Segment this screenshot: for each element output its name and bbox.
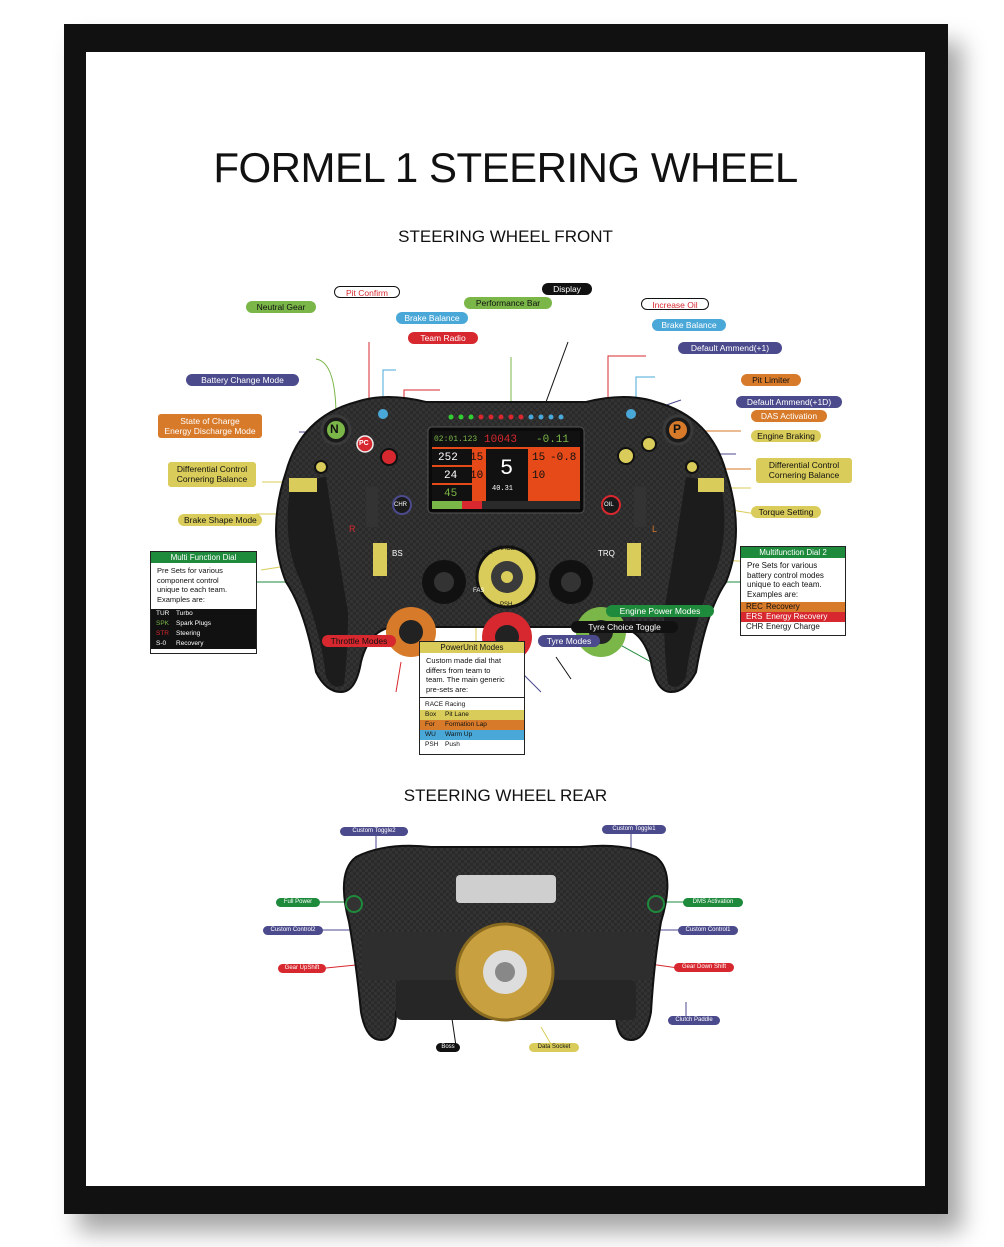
bs-label: BS xyxy=(392,549,403,558)
dashboard-display: 02:01.123 10043 -0.11 252 15 5 15 -0.8 2… xyxy=(432,432,580,510)
label-neutral-gear: Neutral Gear xyxy=(246,301,316,313)
display-r2a: 24 xyxy=(444,470,458,482)
mf-dial-1-box: Multi Function Dial Pre Sets for various… xyxy=(150,551,257,654)
display-s2: 15 xyxy=(532,452,546,464)
display-time: 02:01.123 xyxy=(434,435,478,444)
r-label: R xyxy=(349,524,356,534)
display-gear: 5 xyxy=(500,456,514,481)
display-r3a: 45 xyxy=(444,488,458,500)
label-brake-shape-mode: Brake Shape Mode xyxy=(178,514,262,526)
neutral-button[interactable]: N xyxy=(330,422,339,436)
label-torque-setting: Torque Setting xyxy=(751,506,821,518)
label-increase-oil: Increase Oil xyxy=(641,298,709,310)
label-das-activation: DAS Activation xyxy=(751,410,827,422)
label-custom-control2: Custom Control2 xyxy=(263,926,323,935)
pit-limiter-button[interactable]: P xyxy=(673,422,682,436)
label-full-power: Full Power xyxy=(276,898,320,907)
label-brake-balance-right: Brake Balance xyxy=(652,319,726,331)
label-tyre-modes: Tyre Modes xyxy=(538,635,600,647)
label-default-ammend-plus1: Default Ammend(+1) xyxy=(678,342,782,354)
label-diff-right: Differential Control Cornering Balance xyxy=(756,458,852,483)
psh-label: PSH xyxy=(500,602,513,608)
label-tyre-choice-toggle: Tyre Choice Toggle xyxy=(571,621,678,633)
display-speed: 252 xyxy=(438,452,458,464)
powerunit-desc: Custom made dial that differs from team … xyxy=(426,656,505,694)
display-delta2: -0.8 xyxy=(550,452,577,464)
mf-dial-1-title: Multi Function Dial xyxy=(151,552,256,563)
chr-button[interactable]: CHR xyxy=(394,502,407,508)
rear-wheel-illustration xyxy=(320,831,687,1047)
label-dms-activation: DMS Activation xyxy=(683,898,743,907)
label-default-ammend-plus1d: Default Ammend(+1D) xyxy=(736,396,842,408)
label-gear-upshift: Gear UpShift xyxy=(278,964,326,973)
label-pit-limiter: Pit Limiter xyxy=(741,374,801,386)
display-delta: -0.11 xyxy=(536,434,570,446)
label-state-of-charge: State of Charge Energy Discharge Mode xyxy=(158,414,262,438)
mf-dial-1-desc: Pre Sets for various component control u… xyxy=(157,566,228,604)
front-wheel-illustration xyxy=(205,341,792,697)
label-throttle-modes: Throttle Modes xyxy=(322,635,396,647)
box-label: BOX xyxy=(482,550,493,556)
trq-label: TRQ xyxy=(598,549,615,558)
label-boss: Boss xyxy=(436,1043,460,1052)
label-battery-change-mode: Battery Change Mode xyxy=(186,374,299,386)
mf-dial-2-box: Multifunction Dial 2 Pre Sets for variou… xyxy=(740,546,846,636)
label-custom-control1: Custom Control1 xyxy=(678,926,738,935)
race-label: RACE xyxy=(498,546,515,552)
label-custom-toggle2: Custom Toggle2 xyxy=(340,827,408,836)
powerunit-modes-box: PowerUnit Modes Custom made dial that di… xyxy=(419,641,525,755)
label-gear-downshift: Gear Down Shift xyxy=(674,963,734,972)
label-brake-balance-left: Brake Balance xyxy=(396,312,468,324)
mf-dial-2-desc: Pre Sets for various battery control mod… xyxy=(747,561,824,599)
label-engine-braking: Engine Braking xyxy=(751,430,821,442)
label-custom-toggle1: Custom Toggle1 xyxy=(602,825,666,834)
label-data-socket: Data Socket xyxy=(529,1043,579,1052)
label-team-radio: Team Radio xyxy=(408,332,478,344)
oil-button[interactable]: OIL xyxy=(604,502,614,508)
l-label: L xyxy=(652,524,658,534)
label-display: Display xyxy=(542,283,592,295)
label-diff-left: Differential Control Cornering Balance xyxy=(168,462,256,487)
label-clutch-paddle: Clutch Paddle xyxy=(668,1016,720,1025)
pit-confirm-button[interactable]: PC xyxy=(359,440,369,447)
display-r2b: 10 xyxy=(470,470,484,482)
rear-heading: STEERING WHEEL REAR xyxy=(403,786,608,805)
mf-dial-2-title: Multifunction Dial 2 xyxy=(741,547,845,558)
label-performance-bar: Performance Bar xyxy=(464,297,552,309)
poster: FORMEL 1 STEERING WHEEL STEERING WHEEL F… xyxy=(86,52,925,1186)
display-s1: 15 xyxy=(470,452,484,464)
fas-label: FAS xyxy=(473,588,485,594)
label-pit-confirm: Pit Confirm xyxy=(334,286,400,298)
display-r2c: 10 xyxy=(532,470,546,482)
display-r3b: 40.31 xyxy=(492,485,514,493)
display-lap: 10043 xyxy=(484,434,518,446)
powerunit-title: PowerUnit Modes xyxy=(420,642,524,653)
front-heading: STEERING WHEEL FRONT xyxy=(398,227,613,246)
label-engine-power-modes: Engine Power Modes xyxy=(606,605,714,617)
poster-title: FORMEL 1 STEERING WHEEL xyxy=(213,144,798,191)
